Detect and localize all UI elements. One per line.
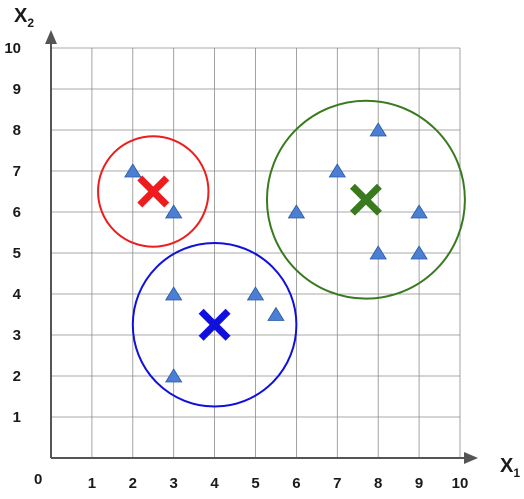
x-axis-label: X1 (500, 455, 520, 480)
origin-label: 0 (34, 471, 42, 488)
y-tick-label: 4 (13, 286, 22, 303)
y-tick-label: 10 (4, 40, 21, 57)
data-point-triangle (287, 204, 306, 219)
data-point-triangle (410, 245, 428, 260)
cluster-circle (131, 241, 298, 408)
x-tick-label: 10 (452, 475, 469, 492)
x-tick-label: 4 (210, 475, 219, 492)
y-tick-label: 1 (13, 409, 21, 426)
data-point-triangle (124, 163, 142, 178)
data-point-triangle (369, 122, 387, 137)
data-points (124, 122, 428, 383)
y-tick-label: 8 (13, 122, 21, 139)
x-tick-label: 8 (374, 475, 382, 492)
data-point-triangle (328, 163, 347, 178)
centroid-stroke (137, 175, 170, 208)
data-point-triangle (369, 245, 387, 260)
y-tick-label: 9 (13, 81, 21, 98)
data-point-triangle (410, 204, 428, 219)
data-point-triangle (164, 204, 183, 219)
x-tick-label: 6 (292, 475, 300, 492)
data-point-triangle (164, 286, 183, 301)
x-axis-arrow (464, 452, 478, 464)
cluster-circle (265, 99, 466, 300)
axis-labels: 0 X2 X1 (14, 5, 520, 488)
x-tick-label: 5 (251, 475, 259, 492)
centroid-stroke (198, 308, 231, 341)
x-tick-label: 2 (129, 475, 137, 492)
y-tick-label: 3 (13, 327, 21, 344)
data-point-triangle (246, 286, 265, 301)
centroid-marker (137, 175, 170, 208)
cluster-circles (97, 99, 466, 408)
centroid-marker (198, 308, 231, 341)
y-tick-label: 6 (13, 204, 21, 221)
cluster-circle (97, 135, 210, 248)
axes (45, 30, 478, 464)
y-axis-label: X2 (14, 5, 34, 30)
tick-labels: 1 2 3 4 5 6 7 8 9 10 1 2 3 4 5 6 7 8 9 10 (4, 40, 468, 492)
x-tick-label: 9 (415, 475, 423, 492)
centroid-marker (349, 183, 382, 216)
y-tick-label: 2 (13, 368, 21, 385)
data-point-triangle (267, 306, 285, 321)
y-axis-arrow (45, 30, 57, 44)
x-tick-label: 3 (170, 475, 178, 492)
x-tick-label: 1 (88, 475, 96, 492)
x-tick-label: 7 (333, 475, 341, 492)
centroids (137, 175, 382, 341)
y-tick-label: 5 (13, 245, 21, 262)
data-point-triangle (164, 368, 183, 383)
centroid-stroke (349, 183, 382, 216)
y-tick-label: 7 (13, 163, 21, 180)
